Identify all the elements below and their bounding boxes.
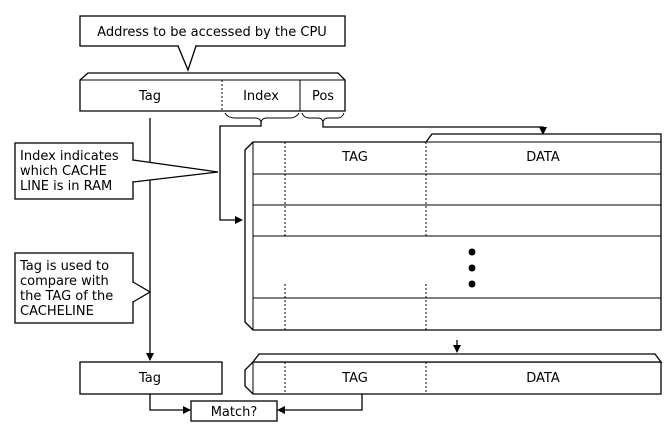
selected-line-tag: TAG [341,371,368,386]
address-callout: Address to be accessed by the CPU [79,15,346,72]
index-callout-line1: Index indicates [20,149,119,164]
connectors [146,118,547,414]
ellipsis-dot [468,264,476,272]
index-callout-line2: which CACHE [20,164,107,179]
address-field-tag: Tag [138,89,161,104]
ellipsis-dot [468,280,476,288]
cache-table-tag-header: TAG [341,150,368,165]
compare-tag-box: Tag [79,361,223,395]
index-callout: Index indicates which CACHE LINE is in R… [14,142,219,200]
match-box: Match? [190,400,278,422]
address-field-pos: Pos [312,89,334,104]
tag-callout-line4: CACHELINE [20,304,94,319]
address-callout-text: Address to be accessed by the CPU [97,25,327,40]
match-label: Match? [211,405,258,420]
tag-callout-line1: Tag is used to [19,259,109,274]
cache-table: TAG DATA [244,133,662,331]
selected-line-data: DATA [526,371,560,386]
tag-callout-line2: compare with [20,274,109,289]
address-field-index: Index [243,89,279,104]
cache-table-data-header: DATA [526,150,560,165]
ellipsis-dot [468,248,476,256]
address-register: Tag Index Pos [79,72,346,123]
index-callout-line3: LINE is in RAM [20,179,112,194]
selected-cache-line: TAG DATA [244,353,663,395]
tag-callout-line3: the TAG of the [20,289,113,304]
tag-callout: Tag is used to compare with the TAG of t… [14,252,152,324]
compare-tag-label: Tag [138,371,161,386]
